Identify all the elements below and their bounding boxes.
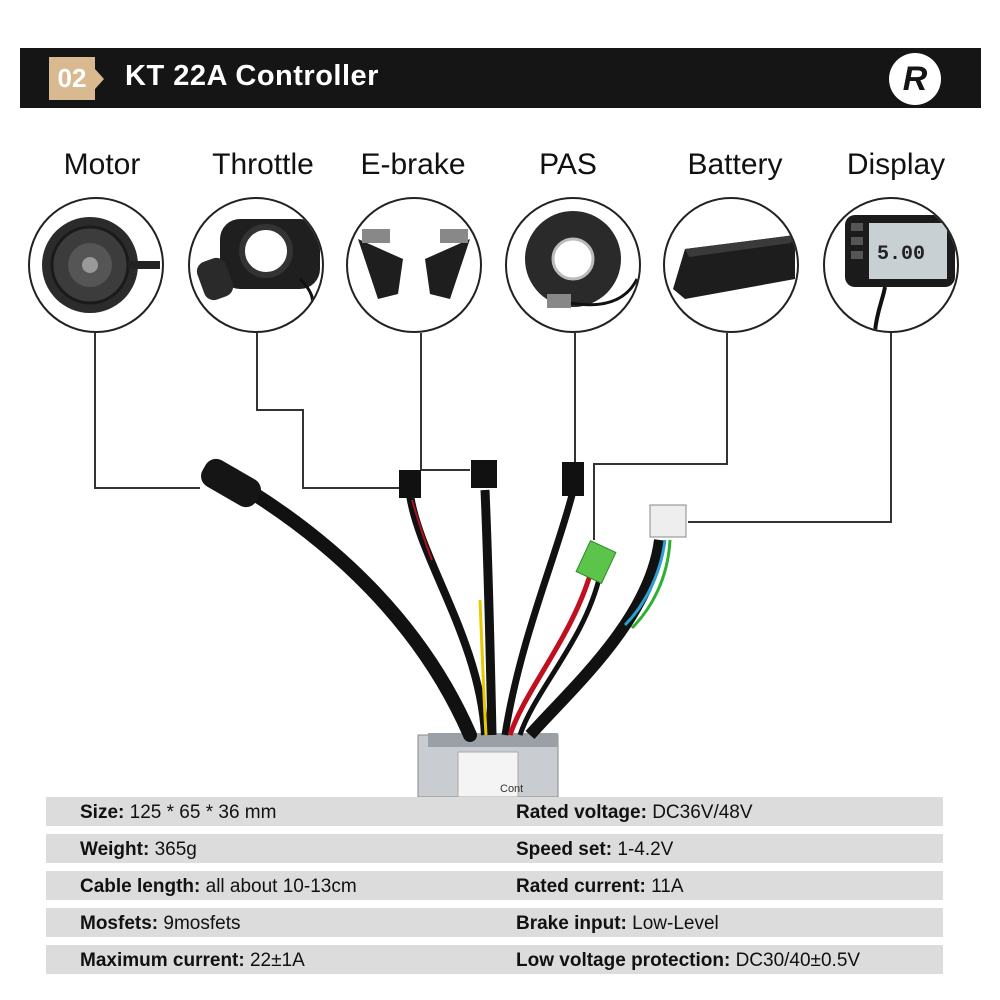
spec-row: Weight: 365g Speed set: 1-4.2V <box>46 834 943 863</box>
label-motor: Motor <box>63 148 141 181</box>
controller-label: Cont <box>500 783 523 795</box>
badge-arrow-icon <box>95 69 104 89</box>
spec-rated-current: Rated current: 11A <box>516 876 684 897</box>
label-pas: PAS <box>539 148 597 181</box>
spec-size: Size: 125 * 65 * 36 mm <box>80 802 277 823</box>
section-number: 02 <box>57 63 87 93</box>
battery-connector <box>575 540 617 584</box>
spec-row: Cable length: all about 10-13cm Rated cu… <box>46 871 943 900</box>
controller-box: Cont <box>417 733 559 798</box>
throttle-connector <box>399 470 421 498</box>
spec-row: Size: 125 * 65 * 36 mm Rated voltage: DC… <box>46 797 943 826</box>
brand-logo-letter: R <box>902 60 928 98</box>
header-banner <box>20 48 981 108</box>
motor-icon <box>42 217 160 313</box>
spec-rated-voltage: Rated voltage: DC36V/48V <box>516 802 753 823</box>
throttle-image <box>188 197 324 333</box>
display-connector <box>649 504 687 538</box>
brand-logo: R <box>889 53 941 105</box>
ebrake-icon <box>358 229 470 299</box>
label-battery: Battery <box>687 148 783 181</box>
spec-cable-length: Cable length: all about 10-13cm <box>80 876 357 897</box>
motor-image <box>28 197 164 333</box>
label-throttle: Throttle <box>212 148 314 181</box>
pas-sensor-icon <box>525 211 639 308</box>
ebrake-connector <box>471 460 497 488</box>
spec-speed-set: Speed set: 1-4.2V <box>516 839 674 860</box>
battery-icon <box>673 235 795 299</box>
display-icon: 5.00 <box>845 215 955 331</box>
throttle-icon <box>196 219 320 313</box>
page-title: KT 22A Controller <box>125 60 379 92</box>
section-number-badge: 02 <box>49 57 95 100</box>
spec-weight: Weight: 365g <box>80 839 197 860</box>
display-screen-text: 5.00 <box>877 243 925 266</box>
ebrake-image <box>346 197 482 333</box>
spec-mosfets: Mosfets: 9mosfets <box>80 913 241 934</box>
motor-connector <box>201 458 261 508</box>
label-ebrake: E-brake <box>360 148 466 181</box>
display-image: 5.00 <box>823 197 959 333</box>
pas-connector <box>562 462 584 496</box>
spec-row: Mosfets: 9mosfets Brake input: Low-Level <box>46 908 943 937</box>
battery-image <box>663 197 799 333</box>
pas-image <box>505 197 641 333</box>
label-display: Display <box>846 148 946 181</box>
spec-max-current: Maximum current: 22±1A <box>80 950 305 971</box>
spec-low-voltage-protection: Low voltage protection: DC30/40±0.5V <box>516 950 861 971</box>
spec-row: Maximum current: 22±1A Low voltage prote… <box>46 945 943 974</box>
spec-brake-input: Brake input: Low-Level <box>516 913 719 934</box>
